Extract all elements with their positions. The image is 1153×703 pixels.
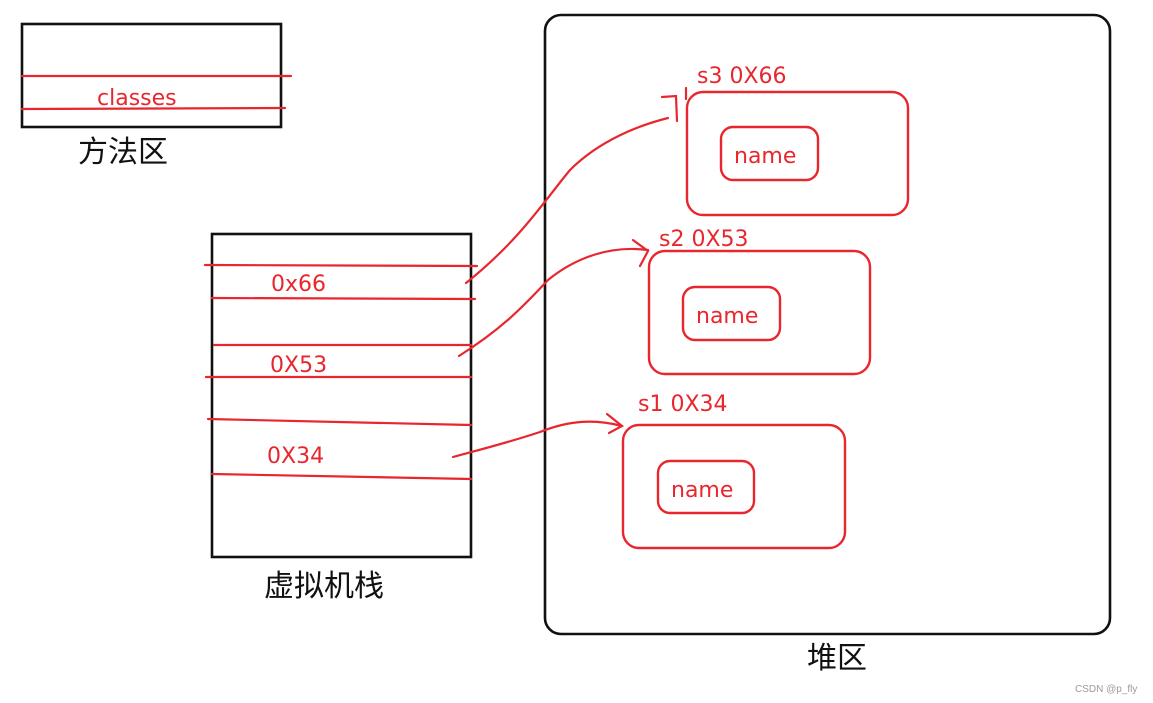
object-box [647,249,872,376]
heap-object-s3: s3 0X66 name [685,64,910,217]
watermark: CSDN @p_fly [1075,684,1137,695]
arrow-0x66-to-s3 [464,116,670,285]
stack-line [210,296,477,301]
object-box [621,423,847,550]
arrow-head-s1 [605,412,624,435]
heap-box [543,13,1112,636]
object-field: name [696,304,758,329]
object-field-box [656,459,756,515]
object-field-box [681,285,782,342]
object-title: s3 0X66 [697,64,787,89]
stack-line [206,417,473,427]
object-field-box [719,125,820,182]
arrow-0x34-to-s1 [451,420,624,459]
heap-object-s1: s1 0X34 name [621,392,847,550]
object-field: name [734,144,796,169]
method-area-line-bottom [20,106,287,111]
object-title: s1 0X34 [638,392,728,417]
heap: s3 0X66 name s2 0X53 name s1 0X34 name 堆… [543,13,1112,676]
heap-label: 堆区 [807,641,867,676]
arrow-head-s3 [660,94,679,123]
heap-object-s2: s2 0X53 name [647,227,872,376]
arrow-0x53-to-s2 [457,247,650,358]
stack-line [210,472,473,481]
stack-ref-0x34: 0X34 [267,444,324,469]
method-area-label: 方法区 [78,135,168,170]
arrow-head-s2 [631,238,650,268]
stack-line [203,263,479,268]
object-title: s2 0X53 [659,227,749,252]
vm-stack: 0x66 0X53 0X34 虚拟机栈 [203,232,479,604]
vm-stack-label: 虚拟机栈 [264,569,384,604]
object-box [685,90,910,217]
reference-arrows [451,86,688,459]
method-area-classes: classes [97,86,177,111]
method-area: classes 方法区 [20,22,293,170]
stack-ref-0x66: 0x66 [271,272,326,297]
object-field: name [671,478,733,503]
stack-ref-0x53: 0X53 [270,353,327,378]
vm-stack-box [210,232,473,559]
